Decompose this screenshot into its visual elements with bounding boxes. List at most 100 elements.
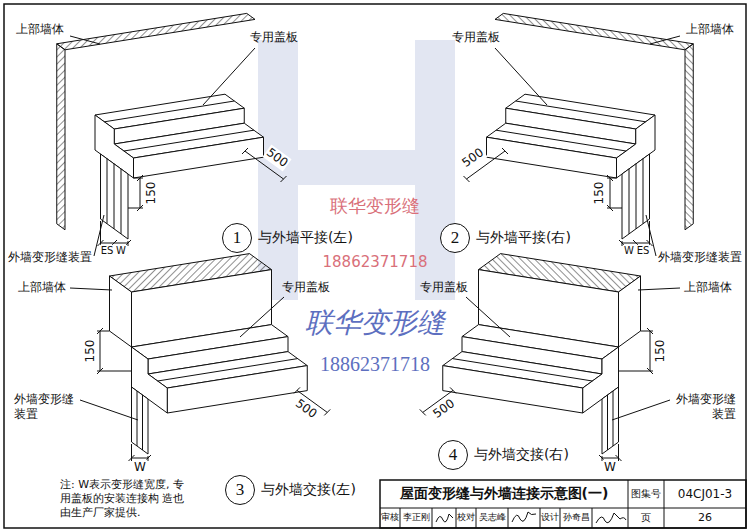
view-caption: 与外墙平接(右)	[476, 229, 571, 247]
dimension: ES	[636, 245, 651, 258]
flat-joint-drawing-part	[101, 154, 129, 239]
view-caption: 与外墙交接(右)	[474, 446, 569, 464]
part-label: 外墙变形缝 装置	[14, 392, 78, 422]
part-label: 专用盖板	[420, 280, 468, 295]
table-cell: 26	[698, 511, 712, 525]
flat-joint-drawing-part	[137, 205, 143, 211]
dimension: 500	[263, 145, 292, 172]
dimension: 150	[144, 181, 159, 206]
view-caption: 与外墙平接(左)	[258, 229, 353, 247]
table-cell-box: 审核	[380, 508, 400, 528]
dimension: W	[603, 460, 617, 475]
dimension: 150	[83, 339, 98, 364]
title-block-part	[508, 508, 509, 528]
table-cell-box: 孙奇昌	[560, 508, 592, 528]
cross-joint-drawing-part	[80, 400, 138, 420]
flat-joint-drawing-part	[57, 13, 255, 49]
dimension: W	[623, 245, 635, 258]
watermark: 18862371718	[323, 253, 428, 272]
title-block-part	[664, 480, 665, 528]
cross-joint-drawing-part	[158, 359, 298, 381]
cross-joint-drawing	[70, 254, 330, 461]
table-cell: 设计	[541, 512, 559, 523]
note: 注: W表示变形缝宽度, 专用盖板的安装连接构 造也由生产厂家提供.	[60, 478, 190, 519]
flat-joint-drawing-part	[134, 178, 144, 179]
table-cell-box: 吴志峰	[476, 508, 508, 528]
dimension: W	[133, 460, 147, 475]
table-cell-box: 04CJ01-3	[664, 480, 746, 508]
cross-joint-drawing-part	[324, 409, 330, 415]
title-block-part	[560, 508, 561, 528]
flat-joint-drawing-part	[107, 159, 108, 224]
page-frame	[4, 4, 746, 528]
cross-joint-drawing-part	[132, 458, 149, 459]
flat-joint-drawing-part	[104, 101, 234, 122]
title-block-part	[540, 508, 541, 528]
dimension: 500	[430, 396, 459, 423]
flat-joint-drawing-part	[70, 36, 100, 44]
cross-joint-drawing-part	[240, 297, 284, 337]
table-cell: 图集号	[631, 488, 661, 501]
part-label: 上部墙体	[684, 280, 732, 295]
flat-joint-drawing-part	[134, 137, 264, 178]
title-block-part	[512, 512, 536, 522]
part-label: 上部墙体	[686, 22, 734, 37]
callout-number: 3	[236, 479, 245, 500]
cross-joint-drawing-part	[100, 331, 101, 371]
cross-joint-drawing-part	[294, 387, 300, 393]
title-block-part	[400, 508, 401, 528]
table-cell-box: 26	[664, 508, 746, 528]
part-label: 外墙变形缝装置	[8, 250, 92, 265]
callout-circle: 3与外墙交接(左)	[225, 475, 255, 505]
flat-joint-drawing-part	[121, 169, 122, 234]
dimension: 150	[592, 181, 607, 206]
table-cell-box: 李正刚	[400, 508, 432, 528]
table-cell: 校对	[457, 512, 475, 523]
callout-number: 4	[449, 444, 458, 465]
callout-number: 1	[233, 227, 242, 248]
logo-watermark-part	[258, 40, 298, 300]
cross-joint-drawing-part	[167, 366, 307, 413]
cross-joint-drawing-part	[97, 328, 103, 334]
cross-joint-drawing-part	[97, 368, 103, 374]
title-cell: 屋面变形缝与外墙连接示意图(一)	[380, 480, 628, 508]
flat-joint-drawing	[57, 13, 287, 256]
title-block-part	[380, 508, 746, 509]
flat-joint-drawing-part	[281, 176, 287, 182]
part-label: 专用盖板	[452, 30, 500, 45]
cross-joint-drawing-part	[142, 395, 143, 450]
title-block-part	[456, 508, 457, 528]
callout-number: 2	[451, 227, 460, 248]
table-cell: 04CJ01-3	[678, 487, 732, 502]
table-cell: 李正刚	[403, 512, 430, 523]
part-label: 外墙变形缝 装置	[672, 392, 736, 422]
logo-watermark	[258, 40, 455, 300]
table-cell: 吴志峰	[479, 512, 506, 523]
cross-joint-drawing-mirrored	[420, 254, 680, 461]
title-block-part	[596, 513, 626, 523]
cross-joint-drawing-part	[97, 331, 110, 332]
dimension: ES	[100, 245, 115, 258]
callout-circle: 4与外墙交接(右)	[438, 440, 468, 470]
title-block-part	[380, 480, 746, 528]
watermark: 联华变形缝	[305, 305, 445, 340]
part-label: 上部墙体	[16, 22, 64, 37]
cross-joint-drawing-part	[110, 276, 132, 347]
table-cell-box: 图集号	[628, 480, 664, 508]
flat-joint-drawing-part	[242, 148, 248, 154]
cross-joint-drawing-part	[137, 391, 138, 446]
table-cell-box: 设计	[540, 508, 560, 528]
table-cell-box: 页	[628, 508, 664, 528]
table-cell: 页	[641, 512, 651, 525]
title-block-part	[432, 508, 433, 528]
title: 屋面变形缝与外墙连接示意图(一)	[400, 485, 609, 503]
title-block-part	[476, 508, 477, 528]
flat-joint-drawing-part	[140, 178, 141, 208]
flat-joint-drawing-part	[124, 130, 254, 151]
title-block-part	[628, 480, 629, 528]
table-cell: 审核	[381, 512, 399, 523]
cross-joint-drawing-part	[97, 371, 132, 372]
part-label: 专用盖板	[282, 280, 330, 295]
